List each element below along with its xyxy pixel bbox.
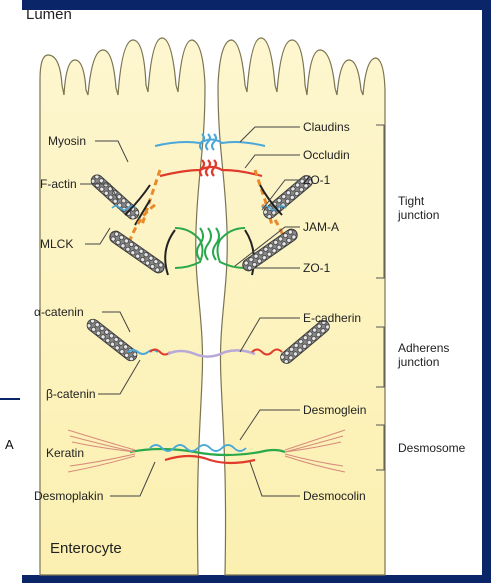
- stray-slide-letter: A: [5, 437, 14, 452]
- desmosome-group-label: Desmosome: [398, 441, 465, 455]
- myosin-label: Myosin: [48, 134, 86, 148]
- desmocolin-label: Desmocolin: [303, 489, 366, 503]
- keratin-label: Keratin: [46, 446, 84, 460]
- desmoplakin-label: Desmoplakin: [34, 489, 103, 503]
- alpha-catenin-label: α-catenin: [34, 305, 84, 319]
- claudins-label: Claudins: [303, 120, 350, 134]
- zo1-bottom-label: ZO-1: [303, 261, 330, 275]
- f-actin-label: F-actin: [40, 177, 77, 191]
- occludin-label: Occludin: [303, 148, 350, 162]
- desmoglein-label: Desmoglein: [303, 403, 366, 417]
- bottom-left-panel: [0, 400, 22, 583]
- lumen-label: Lumen: [26, 8, 72, 22]
- mlck-label: MLCK: [40, 237, 73, 251]
- beta-catenin-label: β-catenin: [46, 387, 96, 401]
- adherens-junction-group-label: Adherens junction: [398, 341, 449, 369]
- left-white-area: [0, 0, 22, 398]
- jam-a-label: JAM-A: [303, 220, 339, 234]
- tight-junction-group-label: Tight junction: [398, 194, 439, 222]
- e-cadherin-label: E-cadherin: [303, 311, 361, 325]
- enterocyte-label: Enterocyte: [50, 542, 122, 556]
- zo1-top-label: ZO-1: [303, 173, 330, 187]
